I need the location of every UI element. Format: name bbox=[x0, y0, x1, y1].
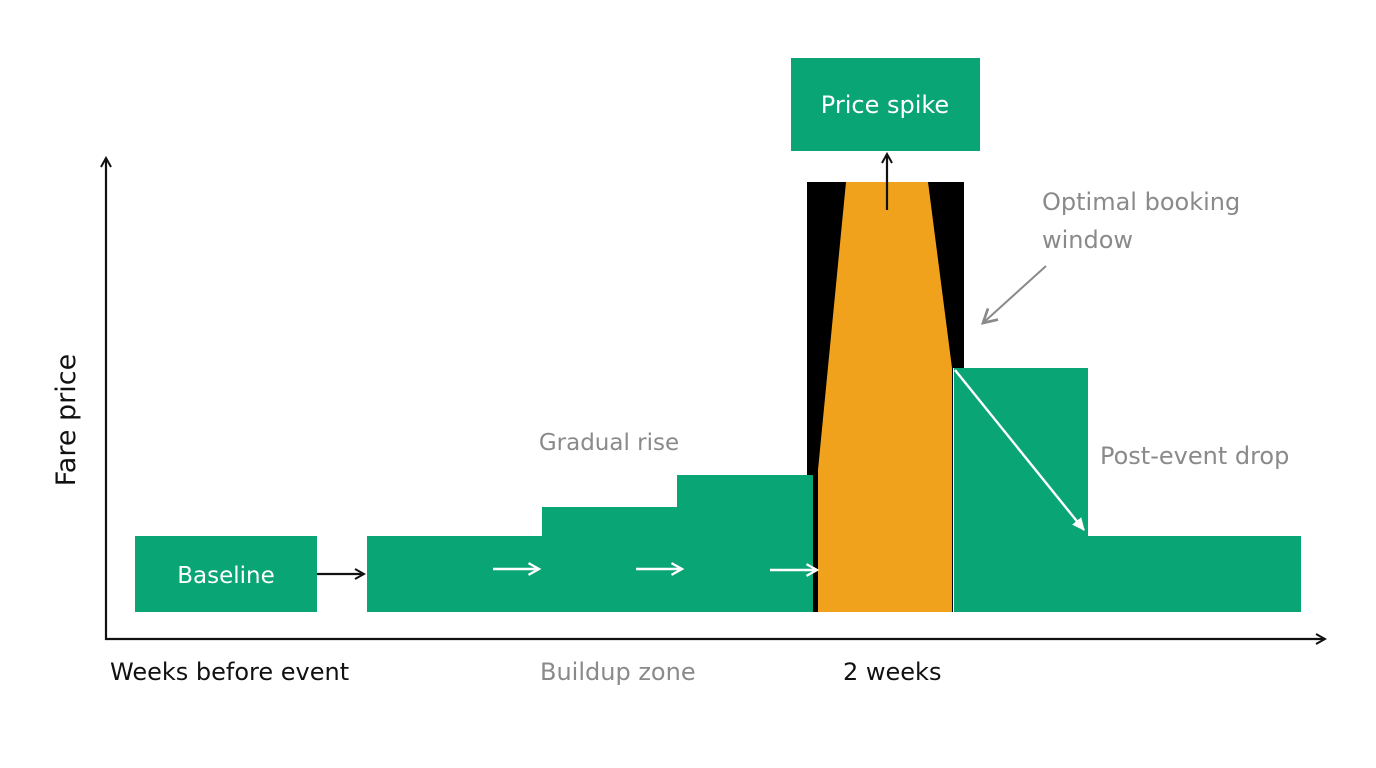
post-event-baseline-block bbox=[1087, 536, 1301, 612]
y-axis-label: Fare price bbox=[51, 354, 82, 487]
buildup-step-1 bbox=[542, 507, 813, 537]
window-pointer-arrow-icon bbox=[980, 265, 1047, 325]
buildup-base-block bbox=[367, 536, 813, 612]
x-axis-label-middle: Buildup zone bbox=[540, 658, 696, 686]
optimal-booking-label-line1: Optimal booking bbox=[1042, 188, 1240, 216]
spike-orange-fill bbox=[818, 182, 952, 612]
gradual-rise-label: Gradual rise bbox=[539, 430, 679, 456]
baseline-label: Baseline bbox=[177, 563, 275, 589]
drop-arrow-icon bbox=[954, 369, 1085, 531]
optimal-booking-label-line2: window bbox=[1042, 226, 1133, 254]
price-spike-box bbox=[791, 58, 980, 151]
x-axis-label-left: Weeks before event bbox=[110, 658, 349, 686]
buildup-step-2 bbox=[677, 475, 813, 508]
baseline-block bbox=[135, 536, 317, 612]
post-event-block bbox=[954, 368, 1088, 612]
post-event-drop-label: Post-event drop bbox=[1100, 442, 1289, 470]
x-axis-label-right: 2 weeks bbox=[843, 658, 941, 686]
price-spike-label: Price spike bbox=[821, 91, 949, 119]
